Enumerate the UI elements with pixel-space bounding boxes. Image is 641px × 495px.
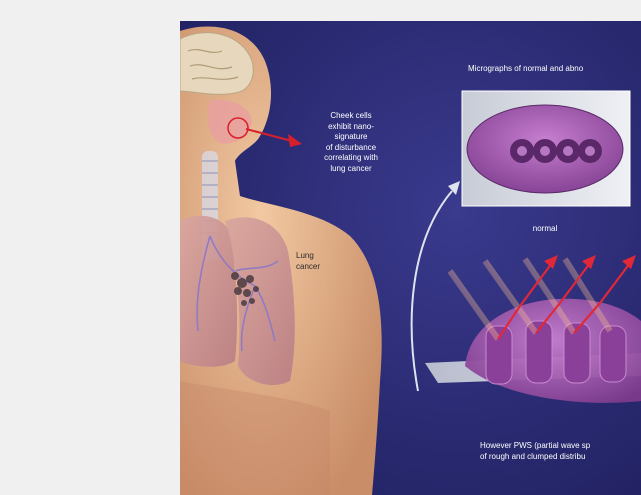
human-figure — [180, 26, 382, 495]
bottom-caption: However PWS (partial wave sp of rough an… — [480, 441, 641, 462]
normal-cell-micrograph — [462, 91, 630, 206]
micrographs-title: Micrographs of normal and abno — [468, 64, 641, 75]
illustration-artwork — [180, 21, 641, 495]
connector-arrow — [412, 181, 460, 391]
normal-label: normal — [525, 224, 565, 235]
pws-cell-diagram — [425, 255, 641, 403]
lung-cancer-label: Lung cancer — [296, 251, 346, 272]
cheek-cell-caption: Cheek cells exhibit nano- signature of d… — [310, 111, 392, 174]
lung-cancer-illustration: Micrographs of normal and abno Cheek cel… — [180, 21, 641, 495]
